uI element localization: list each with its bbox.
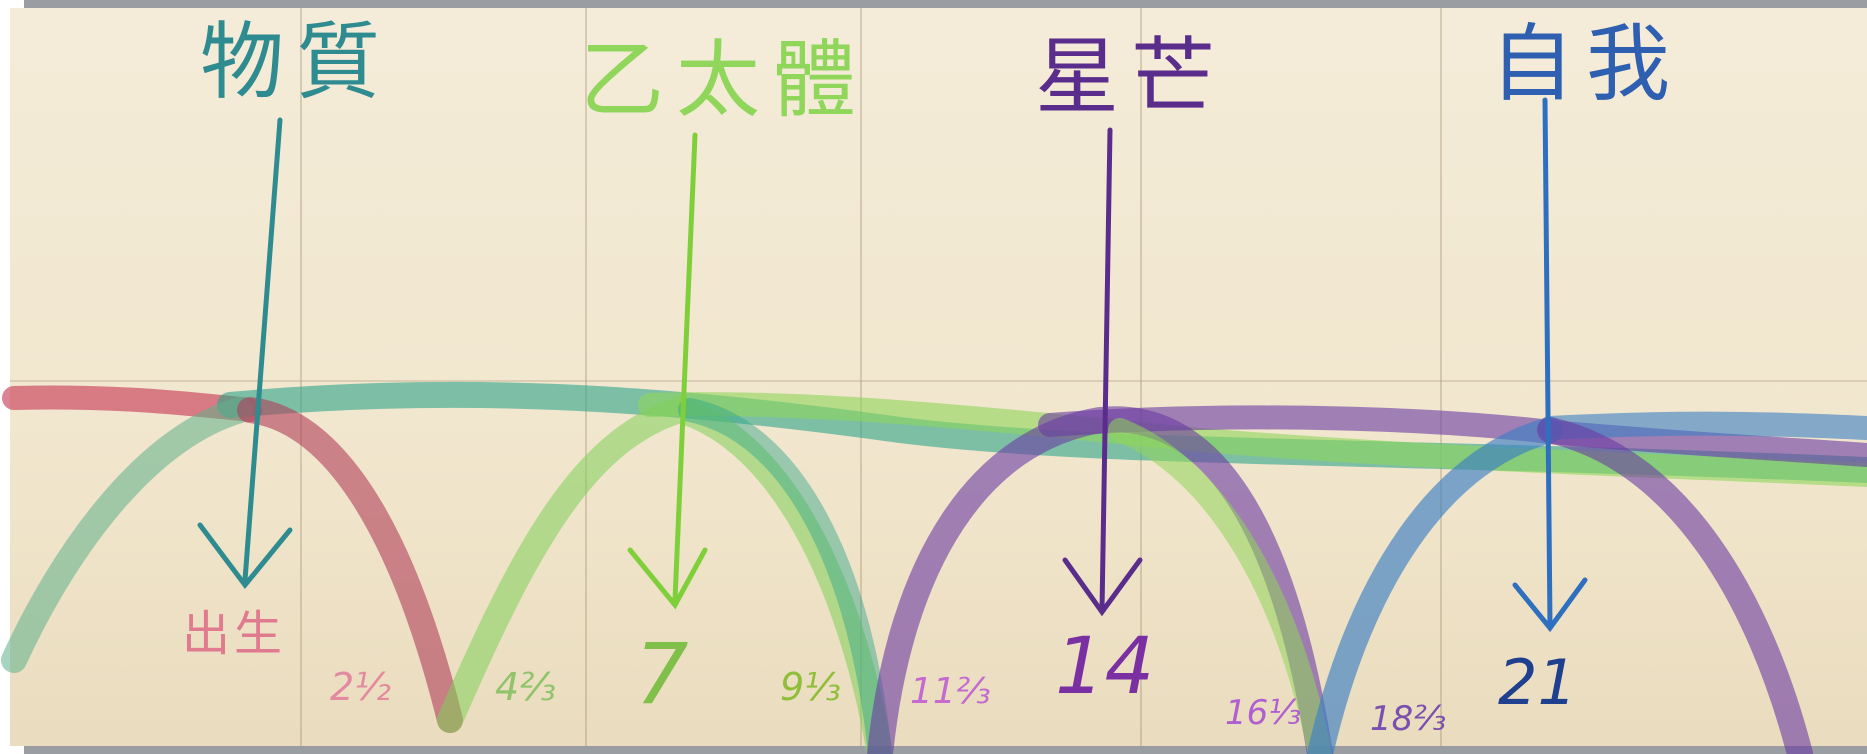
paper-fold (585, 8, 587, 746)
label-age-14: 14 (1055, 622, 1155, 712)
blue-arch (1307, 417, 1563, 754)
heading-etheric: 乙太體 (580, 31, 869, 129)
heading-physical: 物質 (200, 13, 393, 111)
blue-band (1538, 411, 1867, 440)
label-age-2-1-2: 2½ (330, 665, 392, 709)
label-age-11-2-3: 11⅔ (910, 671, 991, 712)
paper-fold (300, 8, 302, 746)
label-age-21: 21 (1498, 646, 1577, 719)
green-arch-left (1, 397, 253, 673)
label-age-18-2-3: 18⅔ (1370, 699, 1447, 739)
paper-fold (10, 380, 1867, 382)
arrow-astral (1062, 127, 1143, 617)
red-arch (237, 397, 463, 733)
heading-astral: 星芒 (1035, 28, 1228, 126)
purple-arch (867, 406, 1333, 754)
purple-arch-right (1537, 417, 1813, 754)
label-age-16-1-3: 16⅓ (1225, 693, 1302, 733)
label-age-4-2-3: 4⅔ (495, 665, 557, 709)
arrow-physical (197, 117, 293, 590)
arrow-etheric (627, 132, 708, 610)
teal-arch-middle (678, 398, 892, 754)
paper-fold (1440, 8, 1442, 746)
label-age-9-1-3: 9⅓ (780, 665, 842, 709)
green-arch-middle (437, 396, 893, 754)
label-age-7: 7 (635, 625, 689, 723)
paper-fold (860, 8, 862, 746)
label-birth: 出生 (182, 606, 287, 662)
poster-paper (10, 8, 1867, 746)
arrow-ego (1512, 97, 1588, 633)
green-arch-right (1108, 418, 1332, 754)
paper-fold (1140, 8, 1142, 746)
heading-ego: 自我 (1490, 15, 1683, 113)
